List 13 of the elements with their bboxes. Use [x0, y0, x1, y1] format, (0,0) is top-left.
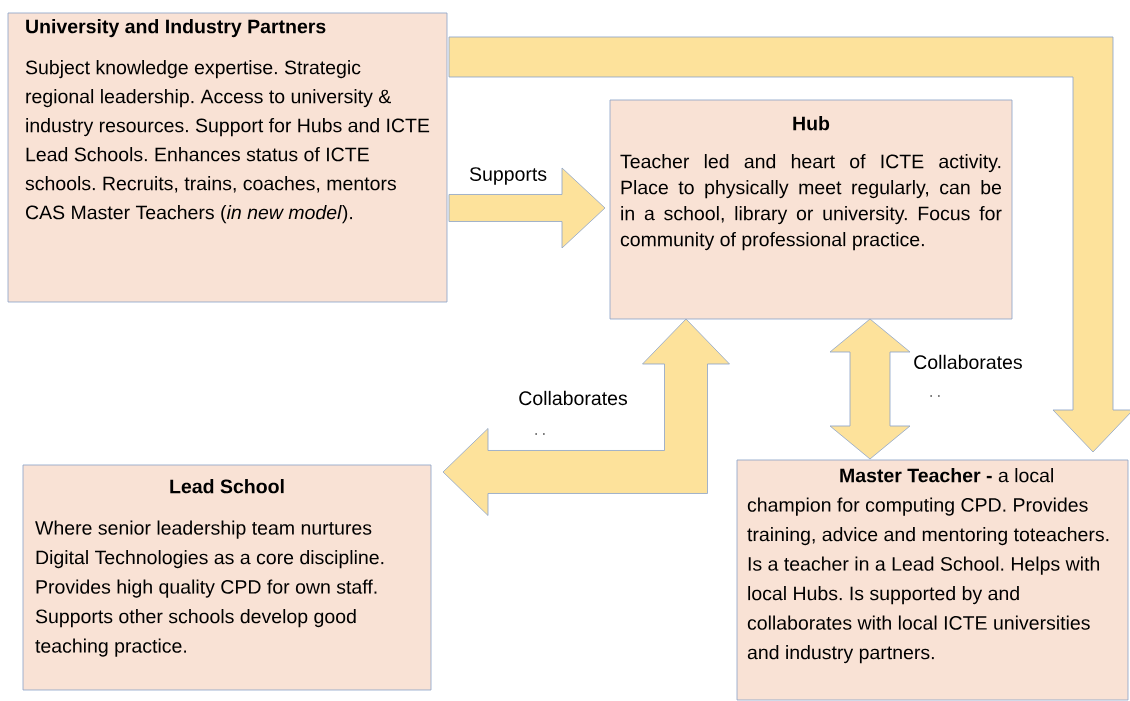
text-box: University and Industry Partners Subject knowledge expertise. Strategic regional leadership. Access to university & industry resources. Support for Hubs and ICTE Lead Schools. Enhances status of ICTE schools. Recruits, trains, coaches, mentors CAS Master Teachers (in new model). [7, 12, 448, 303]
edge-label: Collaborates [914, 354, 1022, 370]
block-arrow [829, 318, 911, 460]
edge-label: Supports [469, 167, 547, 185]
text-box: Hub Teacher led and heart of ICTE activity. Place to physically meet regularly, can be in a school, library or university. Focus for community of professional practice. [609, 99, 1013, 320]
block-arrow [442, 318, 730, 516]
edge-label: Collaborates [519, 390, 627, 406]
block-arrow [448, 36, 1130, 453]
block-arrow [448, 167, 606, 249]
dots-text: . . [535, 433, 545, 435]
dots-text: . . [930, 395, 940, 397]
text-box: Lead School Where senior leadership team nurtures Digital Technologies as a core discipline. Provides high quality CPD for own staff. Supports other schools develop good teaching practice. [22, 464, 432, 691]
text-box: Master Teacher - a local champion for computing CPD. Provides training, advice and mentoring toteachers. Is a teacher in a Lead School. Helps with local Hubs. Is supported by and collaborates with local ICTE universities and industry partners. [736, 459, 1129, 701]
